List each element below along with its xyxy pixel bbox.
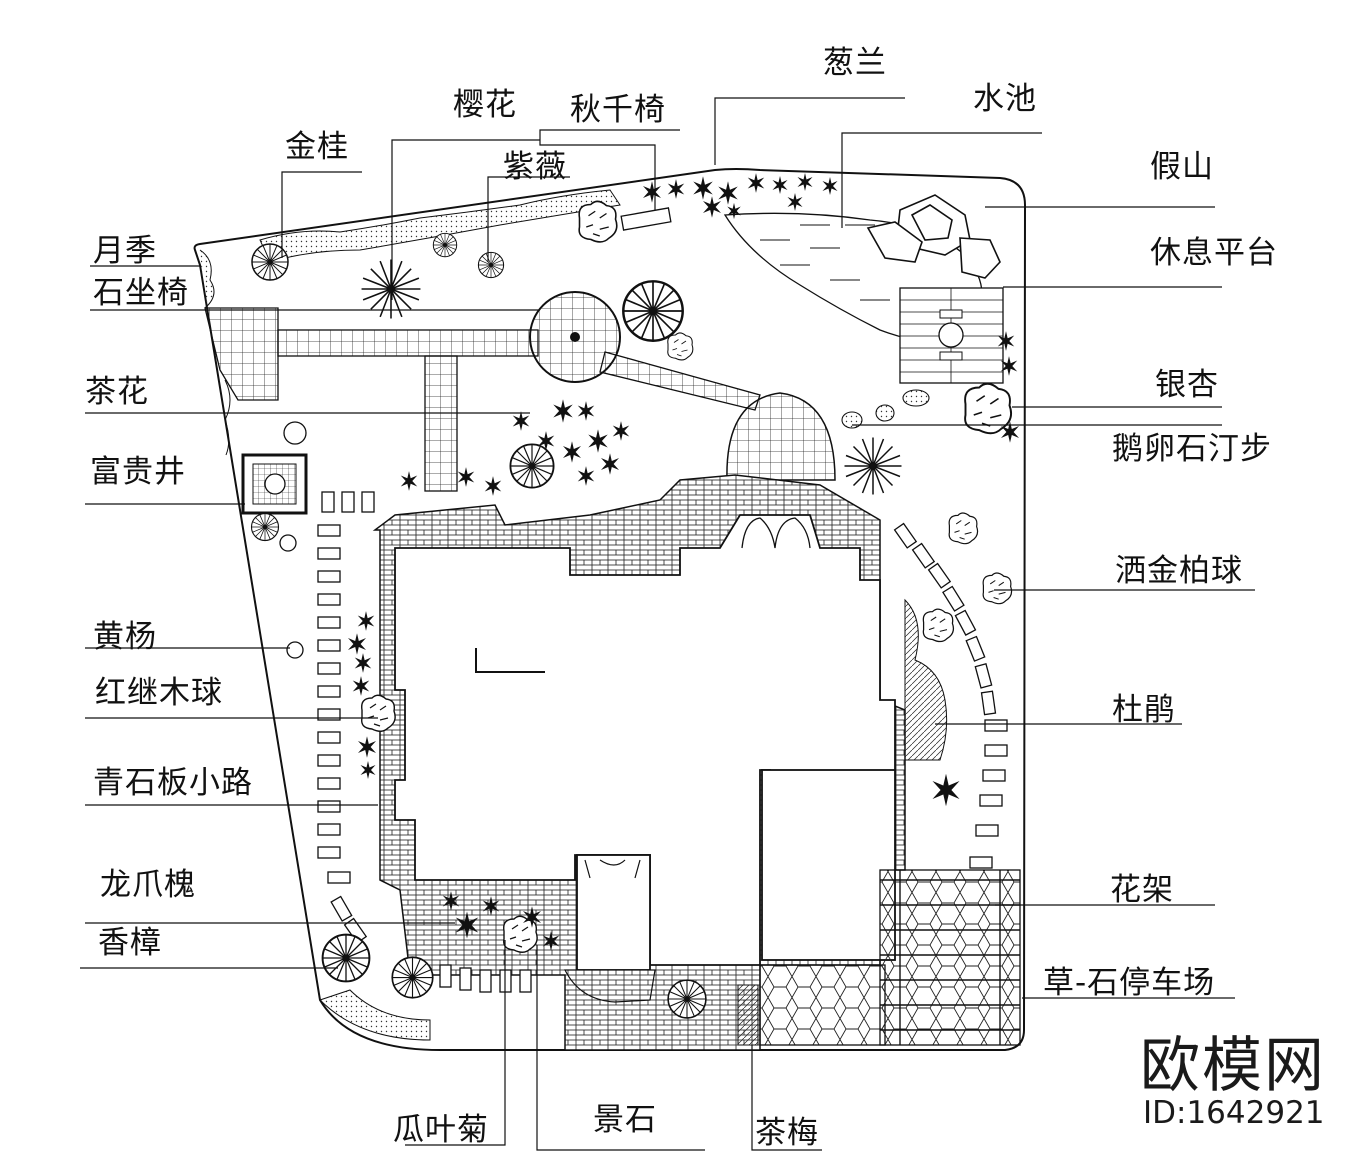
label-jin-gui: 金桂 [285, 129, 349, 165]
label-xiang-zhang: 香樟 [98, 925, 162, 961]
label-gua-ye-ju: 瓜叶菊 [393, 1112, 489, 1148]
label-e-luan-shi-ting-bu: 鹅卵石汀步 [1112, 431, 1272, 467]
label-cong-lan: 葱兰 [823, 45, 887, 81]
brand-logo-text: 欧模网 [1140, 1031, 1326, 1101]
brand-id: ID:1642921 [1143, 1095, 1325, 1131]
label-hong-ji-mu-qiu: 红继木球 [95, 675, 223, 711]
label-fu-gui-jing: 富贵井 [90, 454, 186, 490]
label-yin-xing: 银杏 [1155, 367, 1219, 403]
label-cha-mei: 茶梅 [755, 1115, 819, 1151]
label-jing-shi: 景石 [593, 1102, 657, 1138]
label-yue-ji: 月季 [93, 233, 157, 269]
label-qing-shi-ban-xiao-lu: 青石板小路 [93, 765, 253, 801]
label-cao-shi-ting-che-chang: 草-石停车场 [1043, 965, 1216, 1001]
label-cha-hua: 茶花 [85, 374, 149, 410]
label-long-zhua-huai: 龙爪槐 [100, 867, 196, 903]
label-sa-jin-bai-qiu: 洒金柏球 [1115, 553, 1243, 589]
label-ying-hua: 樱花 [453, 87, 517, 123]
label-zi-wei: 紫薇 [503, 149, 567, 185]
label-huang-yang: 黄杨 [93, 619, 157, 655]
label-xiu-xi-ping-tai: 休息平台 [1150, 235, 1278, 271]
label-shui-chi: 水池 [973, 81, 1037, 117]
label-shi-zuo-yi: 石坐椅 [93, 275, 189, 311]
label-hua-jia: 花架 [1110, 872, 1174, 908]
label-du-juan: 杜鹃 [1112, 692, 1176, 728]
label-qiu-qian-yi: 秋千椅 [570, 92, 666, 128]
label-jia-shan: 假山 [1150, 149, 1214, 185]
